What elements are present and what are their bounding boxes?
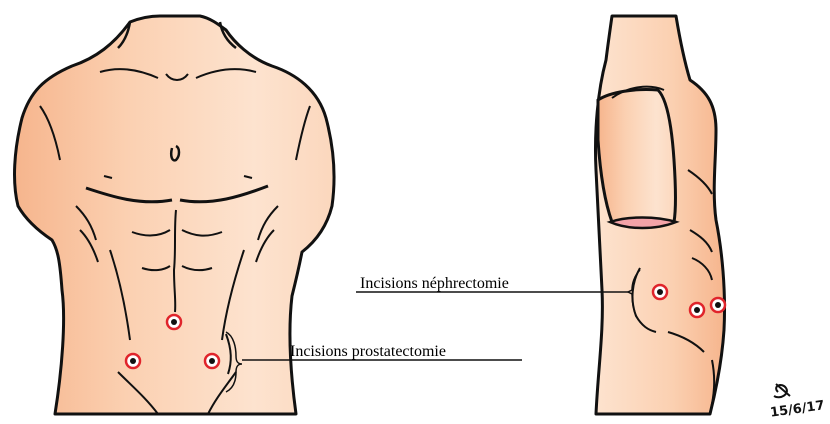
upper-arm (598, 89, 676, 222)
umbilical-port (167, 315, 181, 329)
flank-port-lower (690, 303, 704, 317)
arm-cut (610, 218, 676, 229)
front-torso-body (15, 16, 334, 414)
flank-port-back (711, 298, 725, 312)
signature: 15/6/17 (769, 384, 825, 421)
nephrectomy-callout: Incisions néphrectomie (356, 270, 640, 322)
prostatectomy-label: Incisions prostatectomie (290, 343, 446, 360)
right-lower-port (205, 354, 219, 368)
side-torso (595, 16, 724, 414)
flank-port-upper (653, 285, 667, 299)
signature-date: 15/6/17 (769, 398, 825, 420)
signature-mark (774, 384, 790, 397)
front-torso (15, 16, 334, 414)
left-lower-port (126, 354, 140, 368)
nephrectomy-label: Incisions néphrectomie (360, 275, 509, 292)
